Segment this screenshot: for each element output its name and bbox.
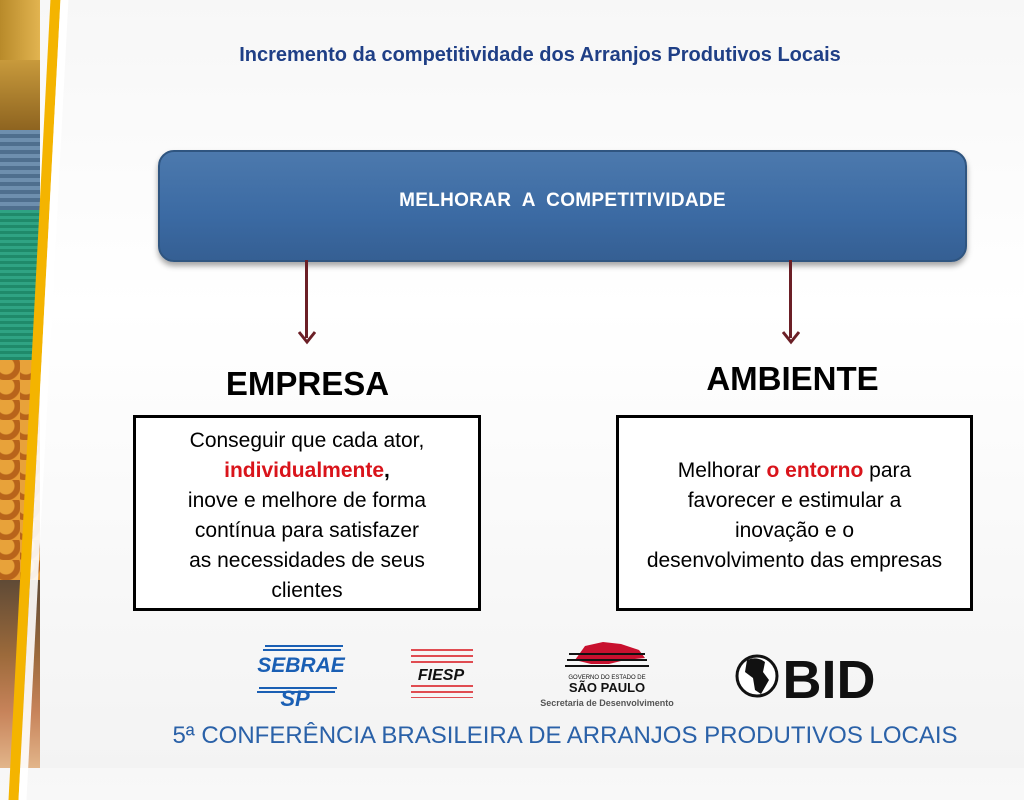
logos-row: SEBRAE SP FIESP GOVERNO DO ESTADO DE SÃO…	[0, 630, 1024, 710]
comma: ,	[384, 459, 390, 482]
sp-big-text: SÃO PAULO	[569, 680, 645, 695]
bid-logo: BID	[735, 650, 876, 706]
ambiente-text-pre: Melhorar	[677, 459, 767, 482]
ambiente-text-line: favorecer e estimular a	[687, 489, 902, 512]
arrow-left-shaft	[305, 260, 308, 338]
empresa-text-line: contínua para satisfazer	[194, 519, 420, 542]
sp-sub-text: Secretaria de Desenvolvimento	[540, 698, 674, 708]
sao-paulo-logo: GOVERNO DO ESTADO DE SÃO PAULO Secretari…	[540, 642, 674, 708]
fiesp-logo: FIESP	[411, 649, 473, 698]
globe-icon	[735, 654, 779, 698]
ambiente-text-post: para	[863, 459, 912, 482]
slide-title: Incremento da competitividade dos Arranj…	[239, 44, 841, 66]
competitividade-label: MELHORAR A COMPETITIVIDADE	[399, 190, 726, 211]
empresa-text-line: individualmente,	[136, 456, 478, 486]
photo-segment	[0, 60, 40, 130]
sebrae-logo: SEBRAE SP	[257, 645, 346, 706]
sebrae-sp-text: SP	[280, 686, 310, 706]
bid-text: BID	[783, 650, 876, 706]
entorno-highlight: o entorno	[766, 459, 864, 482]
empresa-heading: EMPRESA	[225, 365, 390, 402]
arrow-right-shaft	[789, 260, 792, 338]
sp-small-text: GOVERNO DO ESTADO DE	[568, 675, 645, 681]
empresa-text-line: as necessidades de seus	[189, 549, 425, 572]
individualmente-highlight: individualmente	[224, 459, 384, 482]
competitividade-box: MELHORAR A COMPETITIVIDADE	[158, 150, 967, 262]
fiesp-text: FIESP	[418, 667, 465, 684]
empresa-box: Conseguir que cada ator, individualmente…	[133, 415, 481, 611]
sebrae-text: SEBRAE	[257, 654, 346, 677]
ambiente-box: Melhorar o entorno para favorecer e esti…	[616, 415, 973, 611]
ambiente-text-line: inovação e o	[734, 519, 855, 542]
footer-conference: 5ª CONFERÊNCIA BRASILEIRA DE ARRANJOS PR…	[172, 722, 958, 749]
arrow-down-icon	[298, 331, 316, 345]
arrow-down-icon	[782, 331, 800, 345]
empresa-text-line: clientes	[271, 579, 343, 602]
ambiente-heading: AMBIENTE	[706, 360, 879, 397]
ambiente-text-line: Melhorar o entorno para	[619, 456, 970, 486]
empresa-text-line: Conseguir que cada ator,	[189, 429, 425, 452]
empresa-text-line: inove e melhore de forma	[187, 489, 427, 512]
sp-map-icon	[565, 642, 649, 667]
ambiente-text-line: desenvolvimento das empresas	[646, 549, 943, 572]
photo-segment	[0, 130, 40, 210]
photo-segment	[0, 0, 40, 60]
